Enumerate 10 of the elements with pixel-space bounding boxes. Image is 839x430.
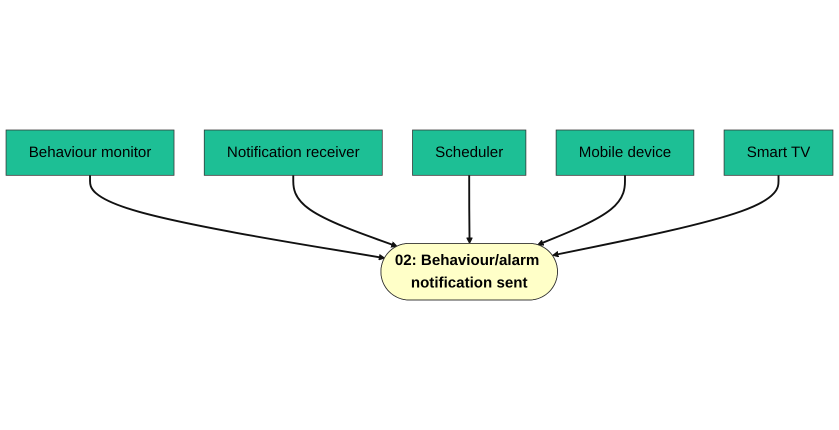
arrow: [537, 175, 626, 246]
node-box: Behaviour monitor: [6, 130, 174, 176]
node-box: Scheduler: [412, 130, 526, 176]
node-box: Mobile device: [556, 130, 694, 176]
arrow: [552, 175, 780, 258]
node-box: Notification receiver: [204, 130, 383, 176]
arrow: [89, 175, 386, 260]
node-box: Smart TV: [724, 130, 834, 176]
arrow: [292, 175, 398, 248]
arrow: [466, 175, 473, 244]
